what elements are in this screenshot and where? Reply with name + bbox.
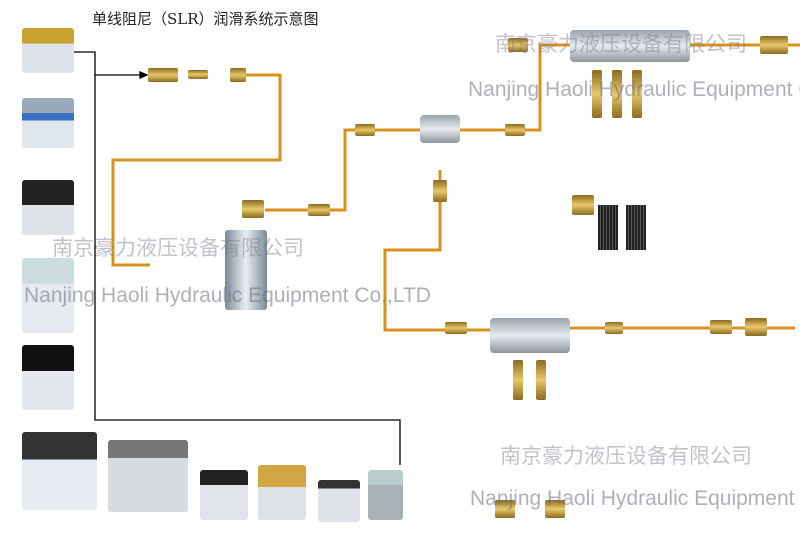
- page-title: 单线阻尼（SLR）润滑系统示意图: [92, 10, 319, 28]
- fitting: [230, 68, 246, 82]
- metering-unit: [536, 360, 546, 400]
- elbow-fitting: [495, 500, 515, 518]
- hydraulic-power-unit: [108, 440, 188, 512]
- watermark-en: Nanjing Haoli Hydraulic Equipment Co.,LT…: [24, 284, 431, 307]
- pump-electric-3: [22, 180, 74, 235]
- pump-electric-5: [22, 345, 74, 410]
- pump-bus-line: [70, 51, 401, 465]
- watermark-en: Nanjing Haoli Hydraulic Equipment Co.,LT…: [468, 78, 800, 101]
- distributor-top: [570, 30, 690, 62]
- pump-electric-6: [22, 432, 97, 510]
- metering-unit: [513, 360, 523, 400]
- pump-bottom-1: [200, 470, 248, 520]
- metering-unit: [592, 70, 602, 118]
- fitting: [760, 36, 788, 54]
- distributor-bottom: [490, 318, 570, 353]
- pump-electric-4: [22, 258, 74, 333]
- tee-connector: [420, 115, 460, 143]
- fitting: [148, 68, 178, 82]
- fitting: [433, 180, 447, 202]
- oil-brush: [626, 205, 646, 250]
- fitting: [508, 38, 528, 52]
- manual-pump: [318, 480, 360, 522]
- watermark-cn: 南京豪力液压设备有限公司: [52, 236, 304, 260]
- fitting: [445, 322, 467, 334]
- metering-unit: [612, 70, 622, 118]
- pump-electric-1: [22, 28, 74, 73]
- pipe-top-branch: [460, 43, 575, 132]
- arrow-head: [139, 71, 149, 79]
- fitting: [188, 70, 208, 79]
- pump-bottom-2: [258, 465, 306, 520]
- elbow-fitting: [572, 195, 594, 215]
- signal-lines: [70, 51, 401, 465]
- elbow-fitting: [242, 200, 264, 218]
- metering-unit: [632, 70, 642, 118]
- watermark-cn: 南京豪力液压设备有限公司: [500, 444, 752, 468]
- pipe-main-2: [265, 128, 420, 212]
- fitting: [745, 318, 767, 336]
- oil-filter: [225, 230, 267, 310]
- fitting: [605, 322, 623, 334]
- pump-electric-2: [22, 98, 74, 148]
- elbow-fitting: [545, 500, 565, 518]
- watermark-en: Nanjing Haoli Hydraulic Equipment Co.,LT…: [470, 487, 800, 510]
- fitting: [355, 124, 375, 136]
- fitting: [308, 204, 330, 216]
- pipe-tee-down: [383, 170, 490, 332]
- pipe-main-1: [111, 73, 282, 267]
- oil-brush: [598, 205, 618, 250]
- watermark-cn: 南京豪力液压设备有限公司: [495, 32, 747, 56]
- fitting: [710, 320, 732, 334]
- grease-pump: [368, 470, 403, 520]
- fitting: [505, 124, 525, 136]
